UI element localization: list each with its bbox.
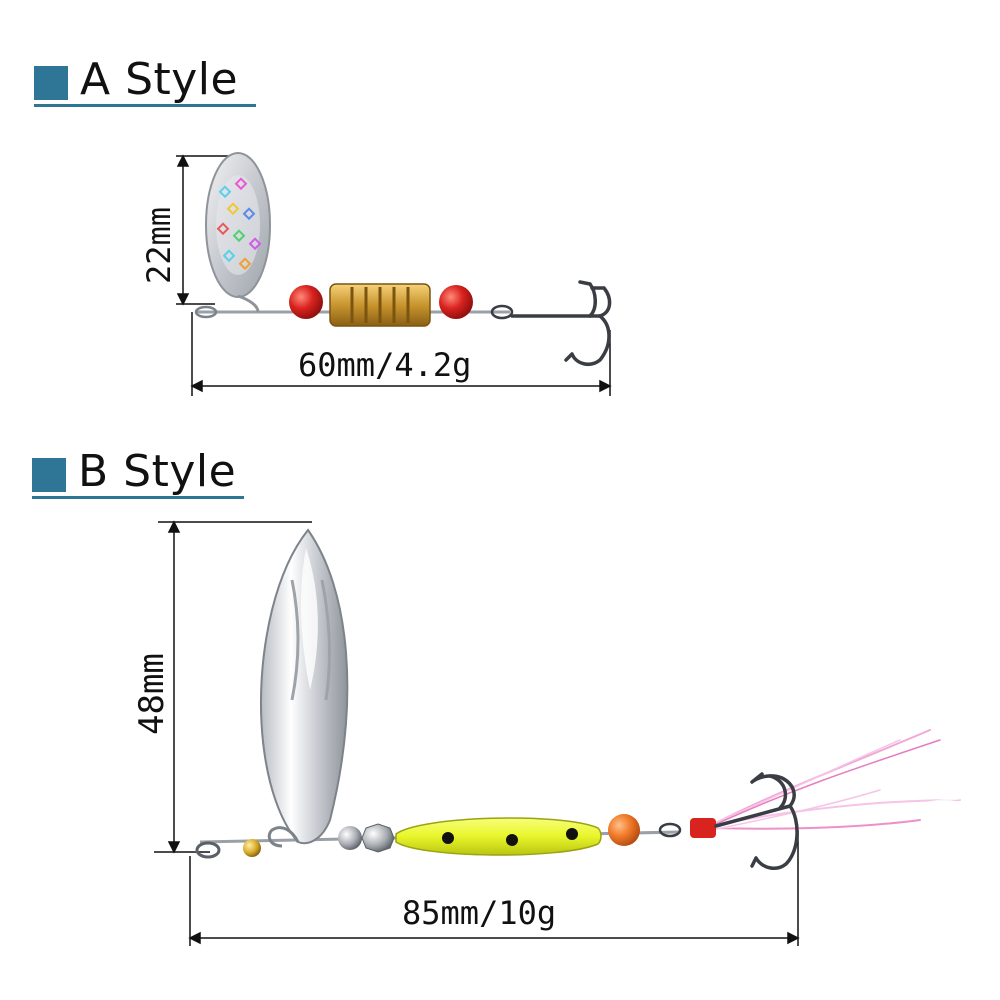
treble-hook-icon xyxy=(658,772,799,870)
bead-icon xyxy=(608,814,640,846)
section-a-heading: A Style xyxy=(34,54,264,110)
heading-underline xyxy=(32,496,244,499)
heading-accent-square xyxy=(34,66,68,100)
blade-icon xyxy=(205,152,271,313)
blade-icon xyxy=(260,528,349,848)
bead-icon xyxy=(289,285,323,319)
thread-wrap xyxy=(690,818,716,838)
brass-body xyxy=(329,283,431,327)
yellow-body xyxy=(395,817,602,856)
heading-underline xyxy=(34,104,256,107)
bead-icon xyxy=(243,839,261,857)
lure-b-height-label: 48mm xyxy=(132,653,172,735)
bead-icon xyxy=(361,823,395,853)
feather-icon xyxy=(709,729,972,831)
treble-hook-icon xyxy=(490,280,612,366)
lure-b-dimension-lines xyxy=(154,520,800,946)
bead-icon xyxy=(439,285,473,319)
heading-accent-square xyxy=(32,458,66,492)
lure-b-length-weight-label: 85mm/10g xyxy=(402,894,557,932)
bead-icon xyxy=(338,826,362,850)
section-a-title: A Style xyxy=(80,54,239,105)
lure-a-length-weight-label: 60mm/4.2g xyxy=(298,346,472,384)
lure-a-height-label: 22mm xyxy=(140,206,178,284)
section-b-heading: B Style xyxy=(32,446,252,502)
section-b-title: B Style xyxy=(78,446,237,497)
wire-eye xyxy=(195,841,221,859)
wire-eye xyxy=(194,305,218,319)
